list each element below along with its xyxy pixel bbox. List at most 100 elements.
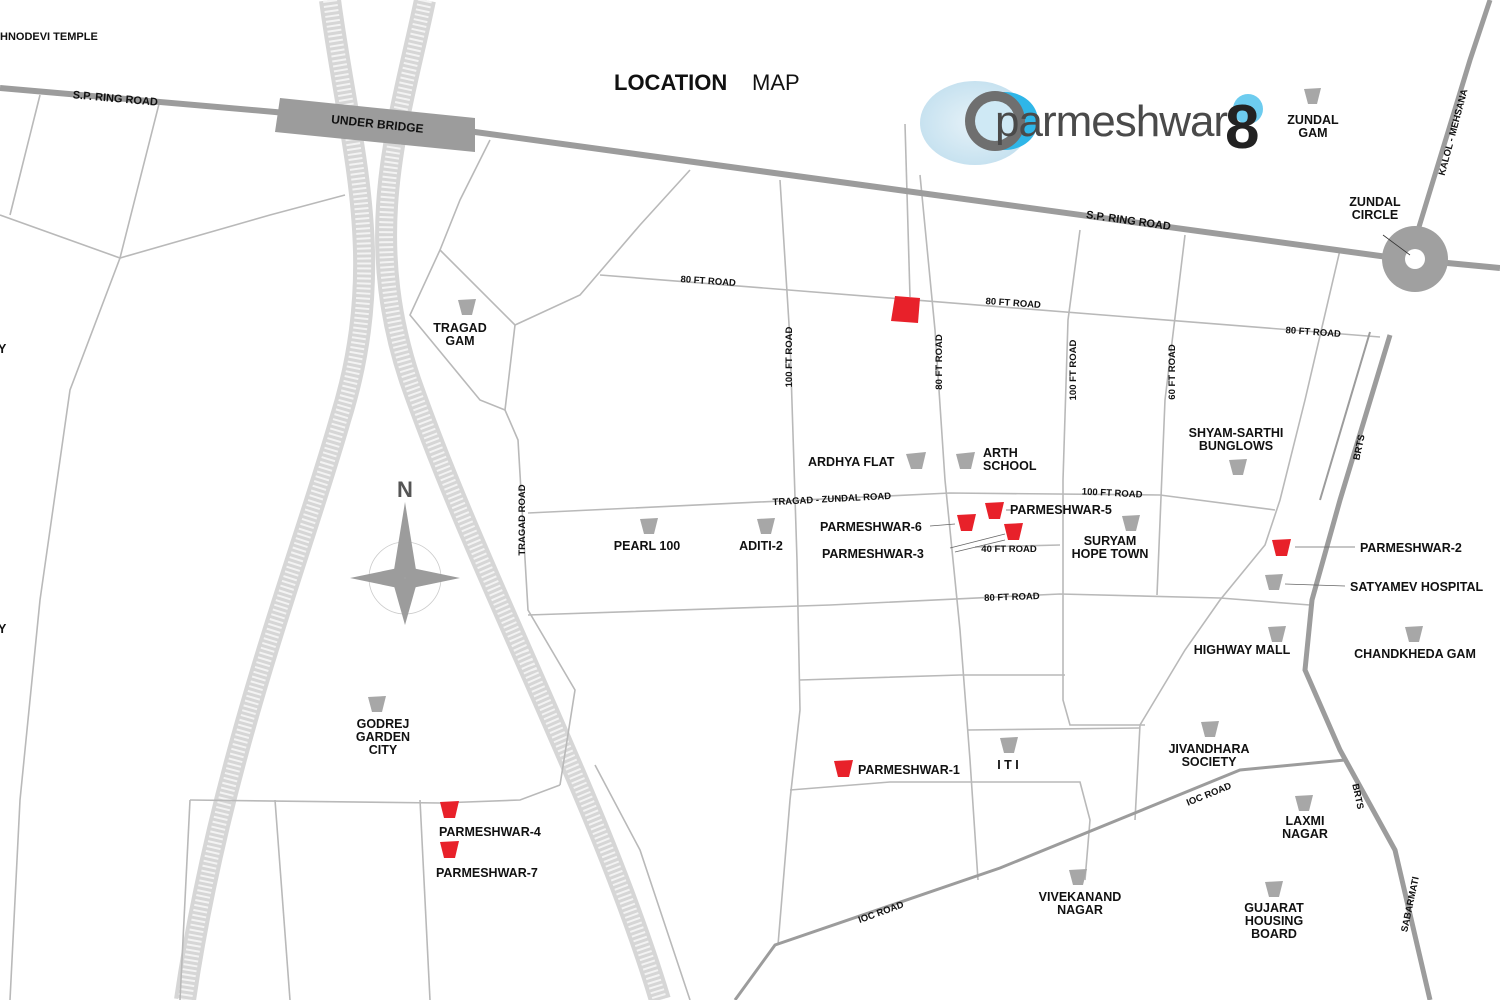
marker-parmeshwar-7 [440, 841, 459, 858]
marker-parmeshwar-5 [985, 502, 1004, 519]
marker-parmeshwar-2 [1272, 539, 1291, 556]
label-zundal-gam-2: GAM [1298, 126, 1327, 140]
label-laxmi-nagar-2: NAGAR [1282, 827, 1328, 841]
label-iti: I T I [997, 758, 1019, 772]
road-label-ioc-1: IOC ROAD [1185, 781, 1233, 809]
road-label-80ft-v: 80 FT ROAD [934, 334, 945, 390]
road-label-sp-ring-left: S.P. RING ROAD [72, 89, 158, 108]
label-left-edge-2: Y [0, 622, 7, 636]
zundal-circle-roundabout [1382, 226, 1448, 292]
road-label-brts-1: BRTS [1351, 434, 1367, 462]
marker-parmeshwar-6 [957, 514, 976, 531]
label-satyamev-hospital: SATYAMEV HOSPITAL [1350, 580, 1483, 594]
label-gujarat-housing-2: HOUSING [1245, 914, 1303, 928]
label-ardhya-flat: ARDHYA FLAT [808, 455, 895, 469]
road-label-80ft-c: 80 FT ROAD [1285, 325, 1341, 340]
road-label-ioc-2: IOC ROAD [857, 899, 906, 926]
label-jivandhara-2: SOCIETY [1182, 755, 1238, 769]
marker-shyam-sarthi [1229, 459, 1247, 475]
label-left-edge-1: Y [0, 342, 7, 356]
road-labels: S.P. RING ROAD UNDER BRIDGE S.P. RING RO… [72, 88, 1470, 933]
marker-arth-school [956, 452, 975, 469]
label-shyam-sarthi-2: BUNGLOWS [1199, 439, 1273, 453]
label-vivekanand-2: NAGAR [1057, 903, 1103, 917]
road-label-tragad-zundal: TRAGAD - ZUNDAL ROAD [772, 491, 891, 508]
label-vivekanand-1: VIVEKANAND [1039, 890, 1122, 904]
title-map: MAP [752, 70, 800, 95]
label-zundal-circle-2: CIRCLE [1352, 208, 1399, 222]
parmeshwar-8-site-marker [891, 296, 920, 323]
marker-godrej [368, 696, 386, 712]
marker-satyamev [1265, 574, 1283, 590]
marker-vivekanand [1069, 869, 1087, 885]
label-suryam-2: HOPE TOWN [1072, 547, 1149, 561]
label-aditi-2: ADITI-2 [739, 539, 783, 553]
label-parmeshwar-7: PARMESHWAR-7 [436, 866, 538, 880]
road-label-40ft: 40 FT ROAD [981, 544, 1037, 555]
label-suryam-1: SURYAM [1084, 534, 1137, 548]
marker-suryam [1122, 515, 1140, 531]
label-godrej-1: GODREJ [357, 717, 410, 731]
ioc-road [733, 758, 1346, 1000]
under-bridge [275, 98, 475, 152]
marker-pearl-100 [640, 518, 658, 534]
label-zundal-gam-1: ZUNDAL [1287, 113, 1339, 127]
marker-parmeshwar-3 [1004, 523, 1023, 540]
label-chandkheda-gam: CHANDKHEDA GAM [1354, 647, 1476, 661]
label-shyam-sarthi-1: SHYAM-SARTHI [1189, 426, 1284, 440]
label-godrej-3: CITY [369, 743, 398, 757]
road-label-kalol-mehsana: KALOL - MEHSANA [1437, 88, 1471, 177]
label-parmeshwar-2: PARMESHWAR-2 [1360, 541, 1462, 555]
label-parmeshwar-1: PARMESHWAR-1 [858, 763, 960, 777]
marker-ardhya-flat [906, 452, 926, 469]
label-arth-school-1: ARTH [983, 446, 1018, 460]
label-godrej-2: GARDEN [356, 730, 410, 744]
label-parmeshwar-3: PARMESHWAR-3 [822, 547, 924, 561]
road-label-60ft-v: 60 FT ROAD [1167, 344, 1178, 400]
leader-lines [929, 509, 1355, 587]
north-compass: N [350, 477, 460, 625]
marker-jivandhara [1201, 721, 1219, 737]
title-location: LOCATION [614, 70, 727, 95]
landmark-markers [368, 88, 1423, 897]
kalol-mehsana-road [1412, 0, 1493, 241]
road-label-sp-ring-right: S.P. RING ROAD [1085, 209, 1171, 233]
road-label-80ft-a: 80 FT ROAD [680, 274, 736, 289]
parmeshwar-8-logo: parmeshwar 8 [920, 81, 1263, 165]
brand-number: 8 [1225, 93, 1259, 162]
marker-parmeshwar-1 [834, 760, 853, 777]
road-label-80ft-lower: 80 FT ROAD [984, 591, 1040, 604]
marker-highway-mall [1268, 626, 1286, 642]
marker-chandkheda [1405, 626, 1423, 642]
marker-zundal-gam [1304, 88, 1321, 104]
marker-iti [1000, 737, 1018, 753]
map-title: LOCATION MAP [614, 70, 800, 95]
road-label-100ft-h: 100 FT ROAD [1082, 486, 1143, 500]
label-jivandhara-1: JIVANDHARA [1168, 742, 1249, 756]
sp-ring-road [0, 85, 1500, 271]
label-tragad-gam-2: GAM [445, 334, 474, 348]
label-laxmi-nagar-1: LAXMI [1286, 814, 1325, 828]
minor-roads [0, 94, 1381, 1000]
label-highway-mall: HIGHWAY MALL [1194, 643, 1291, 657]
label-arth-school-2: SCHOOL [983, 459, 1037, 473]
label-parmeshwar-6: PARMESHWAR-6 [820, 520, 922, 534]
label-vaishnodevi-temple: HNODEVI TEMPLE [0, 31, 98, 43]
project-markers [440, 296, 1291, 858]
road-label-80ft-b: 80 FT ROAD [985, 296, 1041, 311]
label-parmeshwar-5: PARMESHWAR-5 [1010, 503, 1112, 517]
road-label-100ft-v2: 100 FT ROAD [1068, 340, 1079, 401]
marker-gujarat-housing [1265, 881, 1283, 897]
marker-parmeshwar-4 [440, 801, 459, 818]
project-labels: PARMESHWAR-6 PARMESHWAR-5 PARMESHWAR-3 P… [436, 503, 1462, 880]
brand-name: parmeshwar [995, 97, 1227, 146]
brts-corridor [1302, 334, 1433, 1000]
road-label-brts-2: BRTS [1349, 783, 1365, 811]
place-labels: HNODEVI TEMPLE Y Y TRAGAD GAM ZUNDAL GAM… [0, 31, 1483, 941]
marker-tragad-gam [458, 299, 476, 315]
label-parmeshwar-4: PARMESHWAR-4 [439, 825, 541, 839]
compass-north-label: N [397, 477, 413, 502]
label-pearl-100: PEARL 100 [614, 539, 681, 553]
